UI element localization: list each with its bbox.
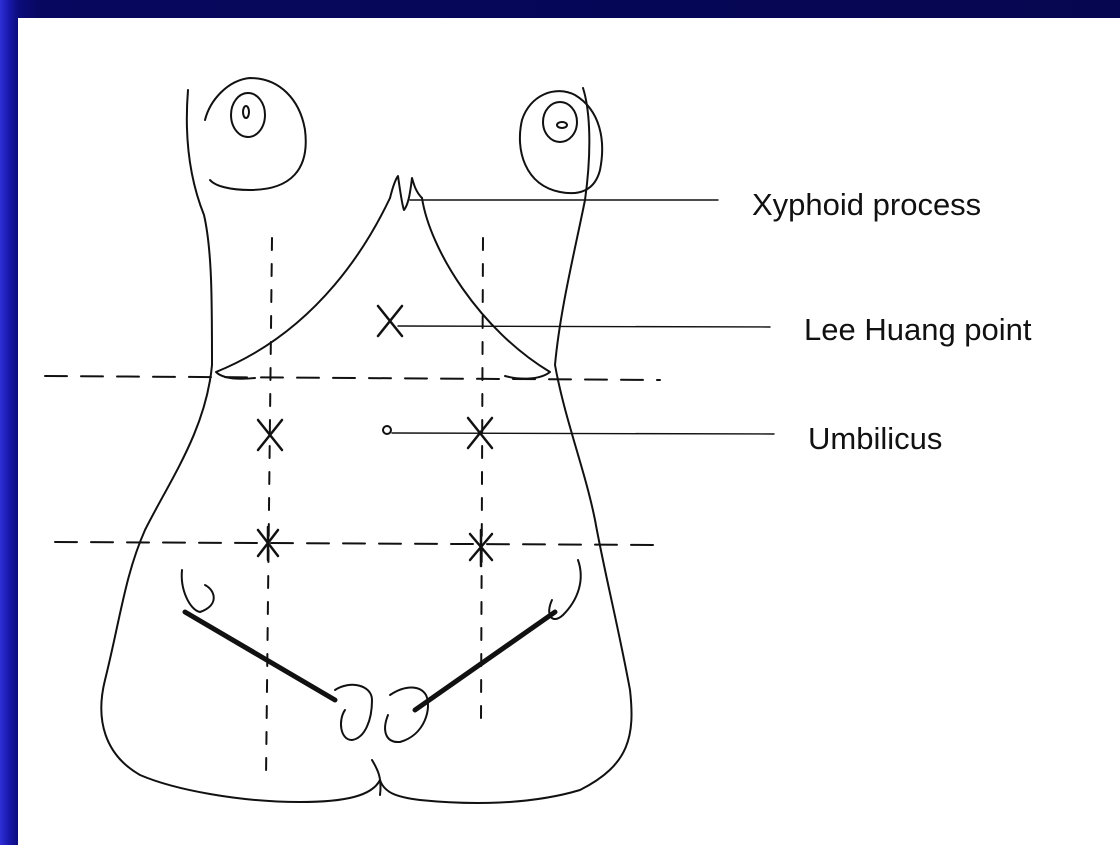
lee-huang-point-label: Lee Huang point — [804, 314, 1032, 345]
right-nipple — [557, 122, 567, 128]
lower-horizontal-guide — [55, 542, 665, 545]
right-inguinal-ligament — [415, 612, 555, 710]
torso-left-outline — [101, 90, 380, 802]
left-inguinal-ligament — [185, 612, 335, 700]
left-nipple — [243, 106, 249, 118]
lee-huang-leader — [398, 326, 770, 327]
upper-horizontal-guide — [45, 376, 660, 380]
umbilicus-mark — [383, 426, 391, 434]
torso-illustration — [18, 18, 1120, 845]
umbilicus-leader — [392, 433, 774, 434]
left-costal-margin — [216, 198, 390, 379]
gluteal-crease — [372, 760, 381, 795]
left-pubic-tubercle — [335, 685, 372, 740]
lee-huang-point-mark — [378, 306, 402, 336]
left-iliac-crest — [182, 570, 214, 612]
right-pubic-tubercle — [385, 688, 428, 743]
right-vertical-guide — [481, 238, 483, 720]
umbilicus-label: Umbilicus — [808, 423, 942, 454]
torso-right-outline — [380, 88, 632, 803]
diagram-panel: Xyphoid process Lee Huang point Umbilicu… — [18, 18, 1120, 845]
xiphoid-notch — [390, 176, 422, 210]
left-vertical-guide — [266, 238, 272, 778]
xyphoid-process-label: Xyphoid process — [752, 189, 981, 220]
right-costal-margin — [422, 198, 550, 379]
right-asterisk-mark — [470, 530, 492, 566]
